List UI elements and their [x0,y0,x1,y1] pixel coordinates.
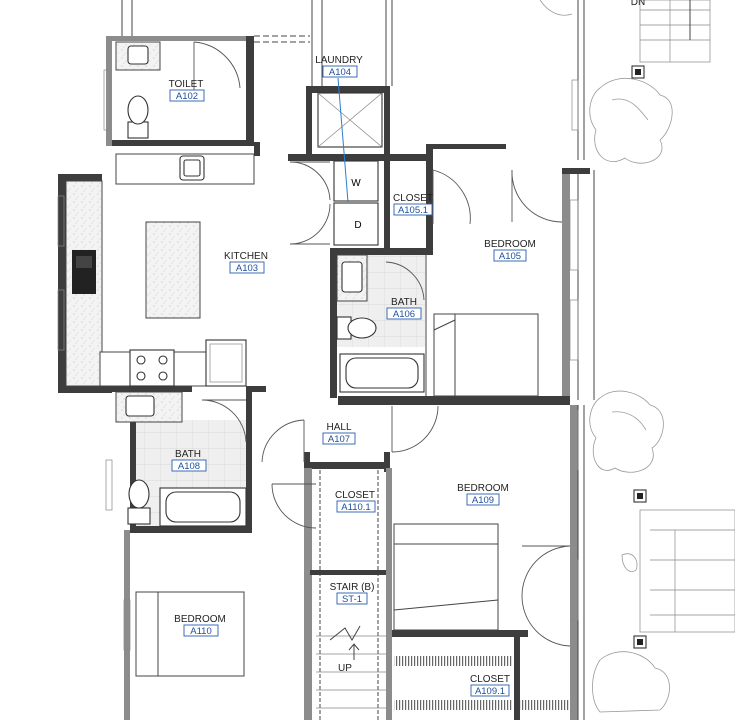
room-labels: TOILET A102 LAUNDRY A104 CLOSET A105.1 K… [169,0,646,697]
washer [333,160,379,202]
closet-105-door [432,169,563,225]
exterior-stairs [631,0,735,649]
kitchen-fixtures [65,153,255,387]
label-laundry: LAUNDRY A104 [315,55,363,78]
room-name: CLOSET [470,674,510,685]
label-bedroom-109: BEDROOM A109 [457,483,509,506]
room-name: HALL [326,422,351,433]
label-closet-105: CLOSET A105.1 [393,193,433,216]
upper-dashed-outline [254,0,393,86]
room-tag: A103 [236,263,258,274]
label-closet-110: CLOSET A110.1 [335,490,376,513]
room-tag: A105.1 [398,205,428,216]
label-bedroom-105: BEDROOM A105 [484,239,536,262]
laundry-fixtures: W D [289,77,383,246]
room-name: STAIR (B) [330,582,375,593]
toilet-room-fixtures [115,41,241,139]
room-name: BATH [391,297,417,308]
dryer [333,202,379,246]
room-tag: A102 [176,91,198,102]
hall-doors [261,405,439,529]
label-stair: STAIR (B) ST-1 [330,582,375,605]
room-tag: A110.1 [341,502,370,513]
bedroom-105-bed [433,313,539,397]
bath-108-fixtures [115,391,247,527]
room-tag: A109.1 [475,686,505,697]
exterior-edge [57,0,595,720]
room-name: KITCHEN [224,251,268,262]
label-toilet: TOILET A102 [169,79,205,102]
room-tag: ST-1 [342,594,362,605]
bedroom-109-furniture [393,523,571,647]
room-name: BEDROOM [457,483,509,494]
bath-106-fixtures [336,254,427,396]
dryer-label: D [354,220,361,231]
room-name: BATH [175,449,201,460]
closet-109-rod [394,656,570,710]
room-name: CLOSET [335,490,375,501]
room-name: LAUNDRY [315,55,363,66]
stair-up-label: UP [338,663,352,674]
room-tag: A109 [472,495,494,506]
landscaping [539,0,673,713]
label-bath-108: BATH A108 [171,449,207,472]
label-bedroom-110: BEDROOM A110 [174,614,226,637]
room-tag: A107 [328,434,350,445]
label-bath-106: BATH A106 [386,297,422,320]
room-tag: A110 [190,626,211,637]
room-tag: A104 [329,67,351,78]
room-name: BEDROOM [174,614,226,625]
closet-110-stair [316,470,386,720]
label-closet-109: CLOSET A109.1 [470,674,510,697]
walls [58,36,590,720]
label-kitchen: KITCHEN A103 [224,251,268,274]
washer-label: W [351,178,361,189]
room-name: BEDROOM [484,239,536,250]
stair-down-label: DN [631,0,645,8]
bedroom-110-bed [135,591,245,677]
room-tag: A108 [178,461,200,472]
room-name: TOILET [169,79,204,90]
label-hall: HALL A107 [322,422,356,445]
room-name: CLOSET [393,193,433,204]
room-tag: A105 [499,251,521,262]
room-tag: A106 [393,309,415,320]
